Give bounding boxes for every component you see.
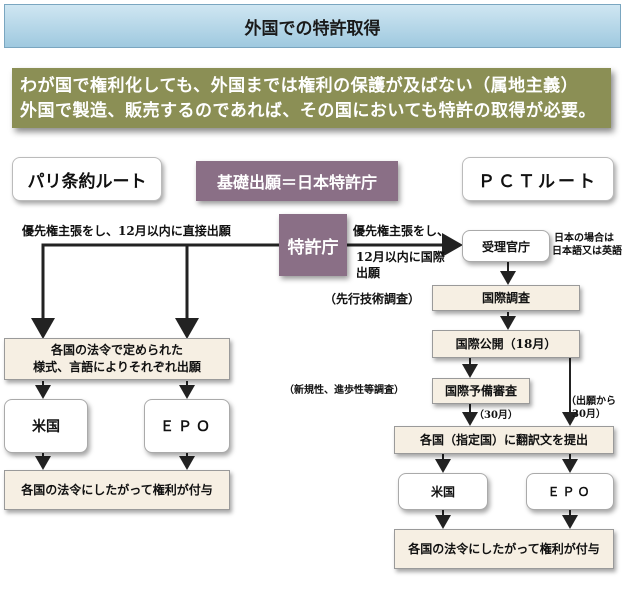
territoriality-banner: わが国で権利化しても、外国までは権利の保護が及ばない（属地主義） 外国で製造、販… (12, 68, 611, 128)
language-note-line-1: 日本の場合は (554, 233, 614, 244)
pct-priority-line-3: 出願 (356, 266, 381, 280)
pct-priority-line-2: 12月以内に国際 (356, 250, 445, 264)
paris-epo-box: ＥＰＯ (144, 399, 230, 453)
international-publication-box: 国際公開（18月） (432, 330, 580, 358)
translation-box: 各国（指定国）に翻訳文を提出 (394, 426, 614, 454)
basic-filing-box: 基礎出願＝日本特許庁 (196, 161, 398, 201)
international-search-box: 国際調査 (432, 285, 580, 311)
pct-us-box: 米国 (398, 473, 488, 510)
banner-line-1: わが国で権利化しても、外国までは権利の保護が及ばない（属地主義） (20, 76, 579, 96)
paris-forms-line-1: 各国の法令で定められた (50, 343, 183, 357)
paris-route-box: パリ条約ルート (12, 157, 162, 201)
from-filing-line-1: （出願から (566, 396, 616, 407)
page-title: 外国での特許取得 (4, 4, 621, 48)
paris-priority-text: 優先権主張をし、12月以内に直接出願 (22, 224, 231, 238)
paris-forms-box: 各国の法令で定められた 様式、言語によりそれぞれ出願 (4, 338, 230, 380)
pct-grant-box: 各国の法令にしたがって権利が付与 (394, 529, 614, 569)
paris-us-box: 米国 (4, 399, 88, 453)
pct-priority-line-1: 優先権主張をし、 (353, 224, 450, 238)
banner-line-2: 外国で製造、販売するのであれば、その国においても特許の取得が必要。 (20, 101, 596, 121)
jpo-box: 特許庁 (279, 214, 347, 276)
pct-route-box: ＰＣＴルート (462, 157, 614, 201)
receiving-office-box: 受理官庁 (462, 230, 550, 262)
preliminary-exam-box: 国際予備審査 (432, 378, 530, 404)
from-filing-line-2: 30月） (572, 409, 606, 420)
paris-forms-line-2: 様式、言語によりそれぞれ出願 (33, 360, 201, 374)
pct-epo-box: ＥＰＯ (526, 473, 614, 510)
prior-art-label: （先行技術調査） (324, 292, 421, 306)
months-30-label: （30月） (474, 410, 518, 421)
novelty-label: （新規性、進歩性等調査） (284, 385, 404, 396)
language-note-line-2: 日本語又は英語 (552, 246, 622, 257)
paris-grant-box: 各国の法令にしたがって権利が付与 (4, 470, 230, 510)
